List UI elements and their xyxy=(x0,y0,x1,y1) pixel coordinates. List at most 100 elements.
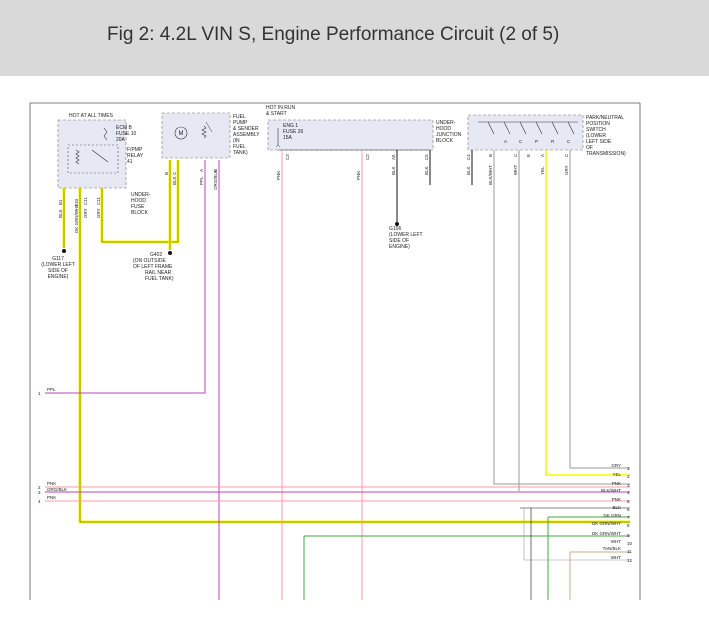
svg-text:TANK): TANK) xyxy=(233,150,248,156)
park-neutral-switch: A C P R C PARK/NEUTRAL POSITION SWITCH (… xyxy=(467,114,626,157)
svg-text:5: 5 xyxy=(627,499,630,504)
svg-text:SIDE OF: SIDE OF xyxy=(48,268,68,274)
svg-text:C4: C4 xyxy=(466,154,471,160)
svg-text:FUEL: FUEL xyxy=(233,144,246,150)
right-terminals: GRY 1 YEL 2 PNK 3 BLK/WHT 4 PNK 5 BLK 6 … xyxy=(592,463,633,563)
svg-text:10: 10 xyxy=(627,541,633,546)
fuel-pump-assembly: M FUEL PUMP & SENDER ASSEMBLY (IN FUEL T… xyxy=(161,112,260,159)
svg-text:7: 7 xyxy=(627,515,630,520)
svg-text:2: 2 xyxy=(627,474,630,479)
svg-text:RAIL NEAR: RAIL NEAR xyxy=(145,270,172,276)
svg-text:M: M xyxy=(179,131,184,137)
svg-text:OF LEFT FRAME: OF LEFT FRAME xyxy=(133,264,173,270)
ground-g117: G117 (LOWER LEFT SIDE OF ENGINE) xyxy=(41,249,75,280)
svg-text:C: C xyxy=(513,153,518,157)
svg-text:UNDER-: UNDER- xyxy=(436,120,456,126)
svg-text:PNK: PNK xyxy=(47,495,56,500)
svg-text:8: 8 xyxy=(627,523,630,528)
wires xyxy=(45,150,630,600)
svg-text:B1: B1 xyxy=(58,199,63,205)
svg-text:A: A xyxy=(540,154,545,157)
svg-text:4: 4 xyxy=(627,490,630,495)
svg-text:BLK: BLK xyxy=(466,166,471,175)
svg-text:12: 12 xyxy=(627,558,633,563)
wire-gry-fuelpump xyxy=(100,160,180,244)
svg-text:C: C xyxy=(172,171,177,175)
svg-text:BLK: BLK xyxy=(424,166,429,175)
svg-text:GRY: GRY xyxy=(83,208,88,218)
svg-text:SWITCH: SWITCH xyxy=(586,127,606,133)
wire-blk-wht-switch xyxy=(493,150,630,485)
motor-symbol xyxy=(174,126,188,140)
svg-text:11: 11 xyxy=(627,549,632,554)
fuse-name: ECM B xyxy=(116,125,133,131)
svg-text:JUNCTION: JUNCTION xyxy=(436,132,462,138)
svg-text:DK GRN: DK GRN xyxy=(603,513,621,518)
svg-text:BLK: BLK xyxy=(391,166,396,175)
svg-text:B: B xyxy=(488,154,493,157)
svg-text:HOOD: HOOD xyxy=(436,126,451,132)
svg-text:C: C xyxy=(564,153,569,157)
svg-text:BLK: BLK xyxy=(612,505,621,510)
svg-text:C11: C11 xyxy=(83,197,88,205)
svg-text:BLK: BLK xyxy=(172,176,177,185)
svg-text:FUSE: FUSE xyxy=(131,204,145,210)
svg-text:ASSEMBLY: ASSEMBLY xyxy=(233,132,260,138)
svg-text:B: B xyxy=(213,169,218,172)
underhood-junction-block: HOT IN RUN & START ENG 1 FUSE 26 15A UND… xyxy=(266,105,462,151)
svg-text:TRANSMISSION): TRANSMISSION) xyxy=(586,151,626,157)
wire-gry-switch xyxy=(569,150,630,469)
svg-text:UNDER-: UNDER- xyxy=(131,192,151,198)
svg-text:RELAY: RELAY xyxy=(127,153,144,159)
svg-text:DK GRN/WHT: DK GRN/WHT xyxy=(74,204,79,233)
svg-text:2: 2 xyxy=(38,485,41,490)
svg-text:A5: A5 xyxy=(391,154,396,160)
svg-text:BLK/WHT: BLK/WHT xyxy=(488,165,493,185)
svg-text:OF: OF xyxy=(586,145,593,151)
relay-box xyxy=(67,144,119,174)
svg-text:C: C xyxy=(567,139,571,144)
svg-text:C2: C2 xyxy=(365,154,370,160)
svg-text:& SENDER: & SENDER xyxy=(233,126,259,132)
ground-g402: G402 (ON OUTSIDE OF LEFT FRAME RAIL NEAR… xyxy=(133,251,174,282)
svg-text:HOT IN RUN: HOT IN RUN xyxy=(266,105,295,111)
svg-text:(ON OUTSIDE: (ON OUTSIDE xyxy=(133,258,166,264)
svg-text:WHT: WHT xyxy=(513,165,518,175)
svg-text:FUSE 26: FUSE 26 xyxy=(283,129,304,135)
sender-resistor xyxy=(201,125,207,139)
svg-text:BLOCK: BLOCK xyxy=(131,210,149,216)
svg-text:P: P xyxy=(535,139,538,144)
svg-text:B: B xyxy=(164,172,169,175)
fuse-block-label: UNDER- xyxy=(131,192,151,198)
wire-yel-switch xyxy=(545,150,630,476)
relay-name: F/PMP xyxy=(127,147,143,153)
svg-text:PNK: PNK xyxy=(47,481,56,486)
svg-text:PUMP: PUMP xyxy=(233,120,248,126)
svg-text:GRY: GRY xyxy=(96,208,101,218)
svg-text:4: 4 xyxy=(38,499,41,504)
svg-text:HOOD: HOOD xyxy=(131,198,146,204)
svg-text:SIDE OF: SIDE OF xyxy=(389,238,409,244)
svg-text:PPL: PPL xyxy=(199,176,204,185)
underhood-fuse-block: HOT AT ALL TIMES ECM B FUSE 10 20A F/PMP… xyxy=(57,113,151,216)
svg-text:6: 6 xyxy=(627,507,630,512)
svg-text:A10: A10 xyxy=(74,198,79,207)
svg-text:DK GRN/WHT: DK GRN/WHT xyxy=(592,521,621,526)
figure-title: Fig 2: 4.2L VIN S, Engine Performance Ci… xyxy=(107,24,560,45)
svg-text:PPL: PPL xyxy=(47,387,56,392)
svg-text:PNK: PNK xyxy=(356,171,361,180)
svg-text:PNK: PNK xyxy=(276,171,281,180)
relay-coil xyxy=(75,149,80,165)
svg-text:C11: C11 xyxy=(96,197,101,205)
svg-text:YEL: YEL xyxy=(612,472,621,477)
svg-text:ENGINE): ENGINE) xyxy=(389,244,410,250)
svg-text:FUEL TANK): FUEL TANK) xyxy=(145,276,174,282)
svg-text:3: 3 xyxy=(627,483,630,488)
junction-block-label: UNDER- xyxy=(436,120,456,126)
fuel-pump-label: FUEL xyxy=(233,114,246,120)
svg-text:R: R xyxy=(551,139,555,144)
svg-text:C: C xyxy=(519,139,523,144)
svg-text:G106: G106 xyxy=(389,226,401,232)
svg-text:A: A xyxy=(199,169,204,172)
svg-text:(IN: (IN xyxy=(233,138,240,144)
